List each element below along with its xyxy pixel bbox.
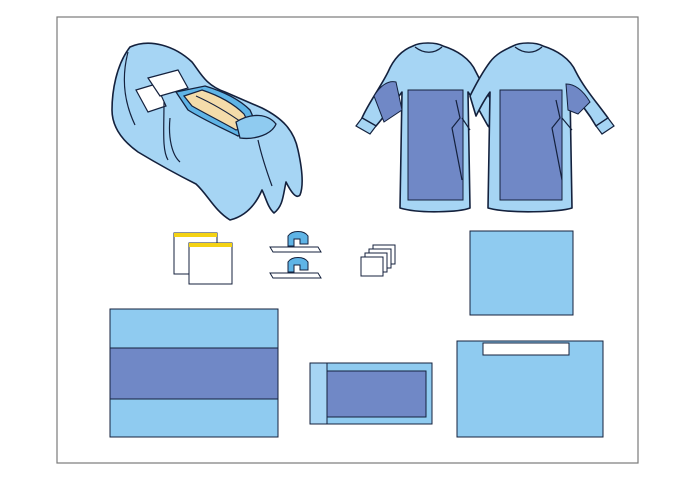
towel-back-label xyxy=(174,233,217,237)
towel-front-label xyxy=(189,243,232,247)
gown-reinforcement xyxy=(407,89,464,201)
adhesive-drape xyxy=(456,340,604,438)
mayo-cover-reinforcement xyxy=(326,370,427,418)
reinforced-surgical-gown xyxy=(355,42,507,213)
drape-chest-panel xyxy=(147,69,189,97)
square-drape xyxy=(469,230,574,316)
drape-fold-mid xyxy=(168,117,181,163)
gown-collar xyxy=(414,46,443,53)
gown-reinforcement xyxy=(499,89,563,201)
reinforced-table-cover xyxy=(109,308,279,438)
tape-top xyxy=(269,231,322,253)
drape-foot-panel xyxy=(235,114,277,140)
adhesive-tapes xyxy=(269,231,322,279)
mayo-cover-fold xyxy=(309,362,328,425)
adhesive-drape-sheet xyxy=(456,340,604,438)
adhesive-strip xyxy=(482,342,570,356)
mayo-stand-cover xyxy=(309,362,433,425)
gauze-swabs xyxy=(360,244,396,277)
reinforced-surgical-gown-second xyxy=(469,42,615,213)
table-cover-reinforcement xyxy=(109,347,279,400)
gown-cuff-right xyxy=(595,117,615,135)
draped-patient-illustration xyxy=(111,42,303,221)
gown-collar xyxy=(514,46,543,53)
tape-bottom xyxy=(269,257,322,279)
gown-sleeve-right-reinforcement xyxy=(565,83,591,115)
gown-cuff-left xyxy=(355,117,377,135)
gown-tie xyxy=(451,99,471,181)
gown-tie xyxy=(551,99,573,181)
hand-towels xyxy=(173,232,233,285)
drape-fold-left xyxy=(123,51,136,126)
drape-fold-right xyxy=(257,139,273,187)
gown-sleeve-left-reinforcement xyxy=(373,81,403,123)
drape-side-line xyxy=(163,101,169,161)
towel-front xyxy=(188,242,233,285)
